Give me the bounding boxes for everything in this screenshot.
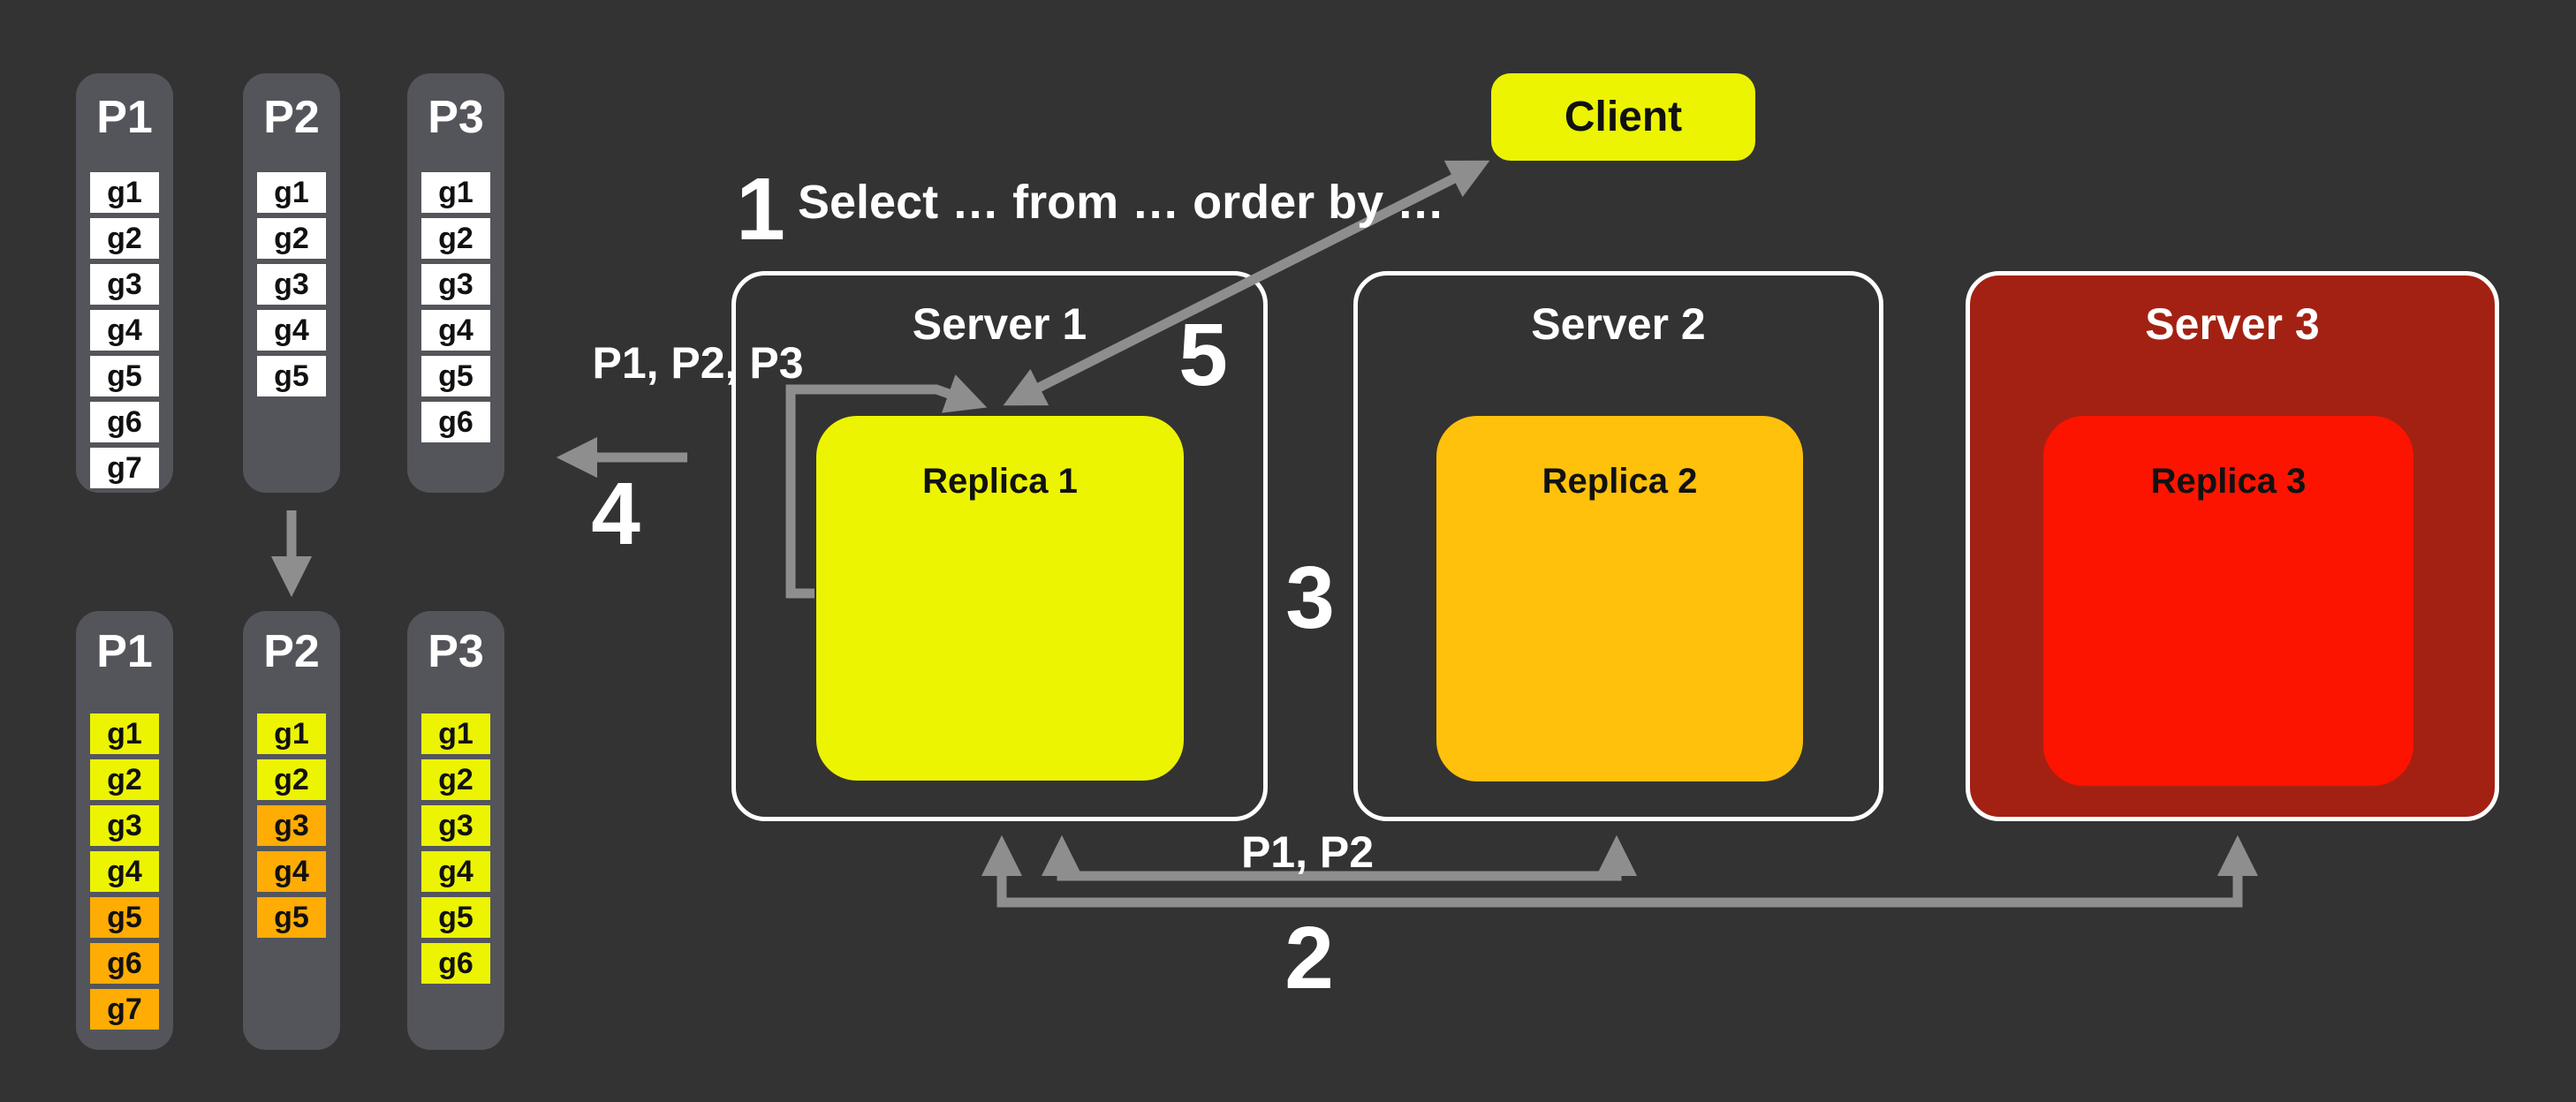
group-cell: g6 — [90, 402, 159, 442]
partition-column-after-p2: P2 g1 g2 g3 g4 g5 — [243, 611, 340, 1050]
group-cell: g4 — [421, 310, 490, 351]
group-cell: g4 — [90, 851, 159, 892]
group-cell: g3 — [257, 264, 326, 305]
group-cell: g7 — [90, 989, 159, 1030]
group-cell: g1 — [421, 713, 490, 754]
replica-3-label: Replica 3 — [2150, 462, 2307, 501]
replica-3-box: Replica 3 — [2043, 416, 2413, 786]
partition-title: P3 — [428, 92, 484, 143]
group-cell: g2 — [90, 218, 159, 259]
step-5-number: 5 — [1178, 306, 1228, 404]
partition-title: P1 — [96, 92, 153, 143]
partition-cells: g1 g2 g3 g4 g5 g6 g7 — [90, 172, 159, 488]
partition-title: P3 — [428, 626, 484, 677]
scatter-arrow-label: P1, P2 — [1240, 827, 1375, 877]
query-text: Select … from … order by … — [798, 176, 1445, 229]
group-cell: g5 — [257, 356, 326, 396]
replica-2-label: Replica 2 — [1542, 462, 1698, 501]
server-2-title: Server 2 — [1531, 299, 1706, 349]
group-cell: g4 — [421, 851, 490, 892]
server1-server3-bracket-arrow — [981, 834, 2259, 908]
partition-column-before-p3: P3 g1 g2 g3 g4 g5 g6 — [407, 73, 504, 493]
partition-column-before-p2: P2 g1 g2 g3 g4 g5 — [243, 73, 340, 493]
partition-column-after-p3: P3 g1 g2 g3 g4 g5 g6 — [407, 611, 504, 1050]
group-cell: g5 — [257, 897, 326, 938]
group-cell: g2 — [257, 759, 326, 800]
partition-column-before-p1: P1 g1 g2 g3 g4 g5 g6 g7 — [76, 73, 173, 493]
step-1-number: 1 — [736, 160, 785, 259]
group-cell: g3 — [421, 264, 490, 305]
group-cell: g4 — [257, 310, 326, 351]
group-cell: g6 — [421, 402, 490, 442]
group-cell: g1 — [90, 172, 159, 213]
replica-1-box: Replica 1 — [816, 416, 1184, 781]
group-cell: g1 — [90, 713, 159, 754]
group-cell: g3 — [257, 805, 326, 846]
replica-2-box: Replica 2 — [1436, 416, 1803, 781]
group-cell: g4 — [90, 310, 159, 351]
step-4-number: 4 — [591, 464, 640, 563]
partition-cells: g1 g2 g3 g4 g5 g6 g7 — [90, 713, 159, 1030]
group-cell: g3 — [90, 264, 159, 305]
partition-cells: g1 g2 g3 g4 g5 — [257, 172, 326, 396]
group-cell: g2 — [90, 759, 159, 800]
client-box: Client — [1491, 73, 1755, 161]
partitions-arrow-label: P1, P2, P3 — [592, 338, 804, 388]
group-cell: g5 — [421, 356, 490, 396]
partition-title: P2 — [263, 626, 320, 677]
group-cell: g1 — [421, 172, 490, 213]
group-cell: g1 — [257, 172, 326, 213]
server-3-title: Server 3 — [2145, 299, 2320, 349]
group-cell: g2 — [421, 759, 490, 800]
step-3-number: 3 — [1285, 548, 1335, 647]
group-cell: g4 — [257, 851, 326, 892]
group-cell: g7 — [90, 448, 159, 488]
group-cell: g1 — [257, 713, 326, 754]
partition-title: P2 — [263, 92, 320, 143]
group-cell: g5 — [90, 356, 159, 396]
step-2-number: 2 — [1284, 909, 1334, 1008]
group-cell: g5 — [421, 897, 490, 938]
replica-1-label: Replica 1 — [922, 462, 1078, 501]
group-cell: g2 — [421, 218, 490, 259]
group-cell: g6 — [90, 943, 159, 984]
partition-cells: g1 g2 g3 g4 g5 — [257, 713, 326, 938]
group-cell: g2 — [257, 218, 326, 259]
partition-cells: g1 g2 g3 g4 g5 g6 — [421, 172, 490, 442]
group-cell: g3 — [90, 805, 159, 846]
partition-title: P1 — [96, 626, 153, 677]
partition-cells: g1 g2 g3 g4 g5 g6 — [421, 713, 490, 984]
group-cell: g6 — [421, 943, 490, 984]
group-cell: g3 — [421, 805, 490, 846]
server-2-box: Server 2 — [1353, 271, 1883, 821]
partition-column-after-p1: P1 g1 g2 g3 g4 g5 g6 g7 — [76, 611, 173, 1050]
group-cell: g5 — [90, 897, 159, 938]
